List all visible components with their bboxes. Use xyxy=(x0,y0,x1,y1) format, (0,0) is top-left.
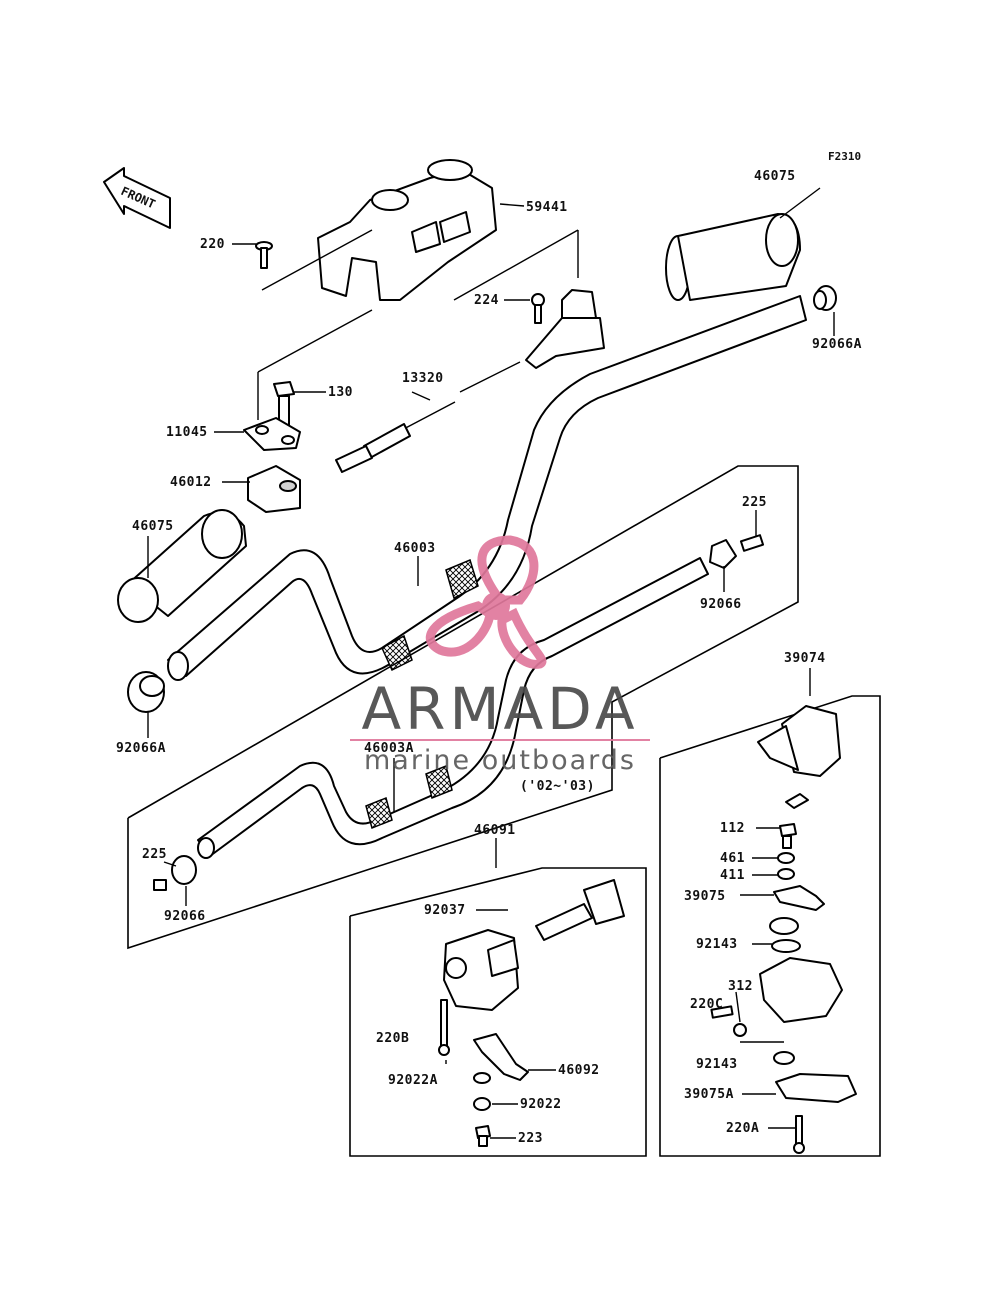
part-label: 59441 xyxy=(526,200,568,215)
part-label: 39075 xyxy=(684,889,726,904)
part-label: 92037 xyxy=(424,903,466,918)
watermark: ARMADA marine outboards xyxy=(350,535,650,776)
part-label: 411 xyxy=(720,868,745,883)
bolt-130 xyxy=(273,381,295,427)
part-label: 312 xyxy=(728,979,753,994)
part-label: 92066 xyxy=(700,597,742,612)
bar-end-92066 xyxy=(709,534,765,569)
switch-39074-parts xyxy=(710,705,857,1154)
part-label: 46075 xyxy=(754,169,796,184)
part-label: 220 xyxy=(200,237,225,252)
part-label: 11045 xyxy=(166,425,208,440)
screw-220 xyxy=(255,241,273,269)
leader-lines xyxy=(147,187,835,1139)
brand-tagline: marine outboards xyxy=(364,745,636,776)
part-label: 220A xyxy=(726,1121,759,1136)
part-label: 130 xyxy=(328,385,353,400)
part-label: 39075A xyxy=(684,1087,734,1102)
part-label: 225 xyxy=(742,495,767,510)
part-label: 39074 xyxy=(784,651,826,666)
holder-11045 xyxy=(243,417,301,451)
part-label: 46012 xyxy=(170,475,212,490)
part-label: 92022A xyxy=(388,1073,438,1088)
part-label: 92066 xyxy=(164,909,206,924)
part-label: 13320 xyxy=(402,371,444,386)
right-grip xyxy=(665,213,801,301)
part-label: 46003A xyxy=(364,741,414,756)
front-arrow-icon: FRONT xyxy=(103,167,171,229)
year-note: ('02~'03) xyxy=(520,779,595,794)
bar-end-left xyxy=(127,671,165,713)
switch-46091-parts xyxy=(438,879,625,1147)
brand-name: ARMADA xyxy=(361,675,638,743)
switch-box-39074 xyxy=(659,695,881,1157)
bar-end-92066-alt xyxy=(153,855,197,891)
part-label: 92066A xyxy=(116,741,166,756)
part-label: 112 xyxy=(720,821,745,836)
part-label: 46091 xyxy=(474,823,516,838)
switch-box-46091 xyxy=(349,867,647,1157)
handlebar-cover xyxy=(317,159,497,301)
part-label: 92143 xyxy=(696,937,738,952)
bar-end-cap xyxy=(813,285,837,311)
part-label: 46092 xyxy=(558,1063,600,1078)
part-label: 223 xyxy=(518,1131,543,1146)
part-label: 225 xyxy=(142,847,167,862)
part-label: 92066A xyxy=(812,337,862,352)
handlebar-46003 xyxy=(167,295,807,681)
part-label: 46075 xyxy=(132,519,174,534)
throttle-cable xyxy=(335,361,521,473)
part-label: 92143 xyxy=(696,1057,738,1072)
propeller-logo-icon xyxy=(425,535,547,669)
part-labels: 46075 59441 220 224 92066A 130 13320 110… xyxy=(116,169,862,1146)
part-label: 461 xyxy=(720,851,745,866)
part-label: 224 xyxy=(474,293,499,308)
clamp-46012 xyxy=(247,465,301,513)
alt-bar-box xyxy=(127,465,799,950)
figure-code: F2310 xyxy=(828,150,861,163)
part-label: 220B xyxy=(376,1031,409,1046)
left-grip xyxy=(117,509,247,623)
throttle-lever xyxy=(525,289,605,369)
part-label: 220C xyxy=(690,997,723,1012)
part-label: 92022 xyxy=(520,1097,562,1112)
handlebar-46003a xyxy=(197,557,709,859)
part-label: 46003 xyxy=(394,541,436,556)
